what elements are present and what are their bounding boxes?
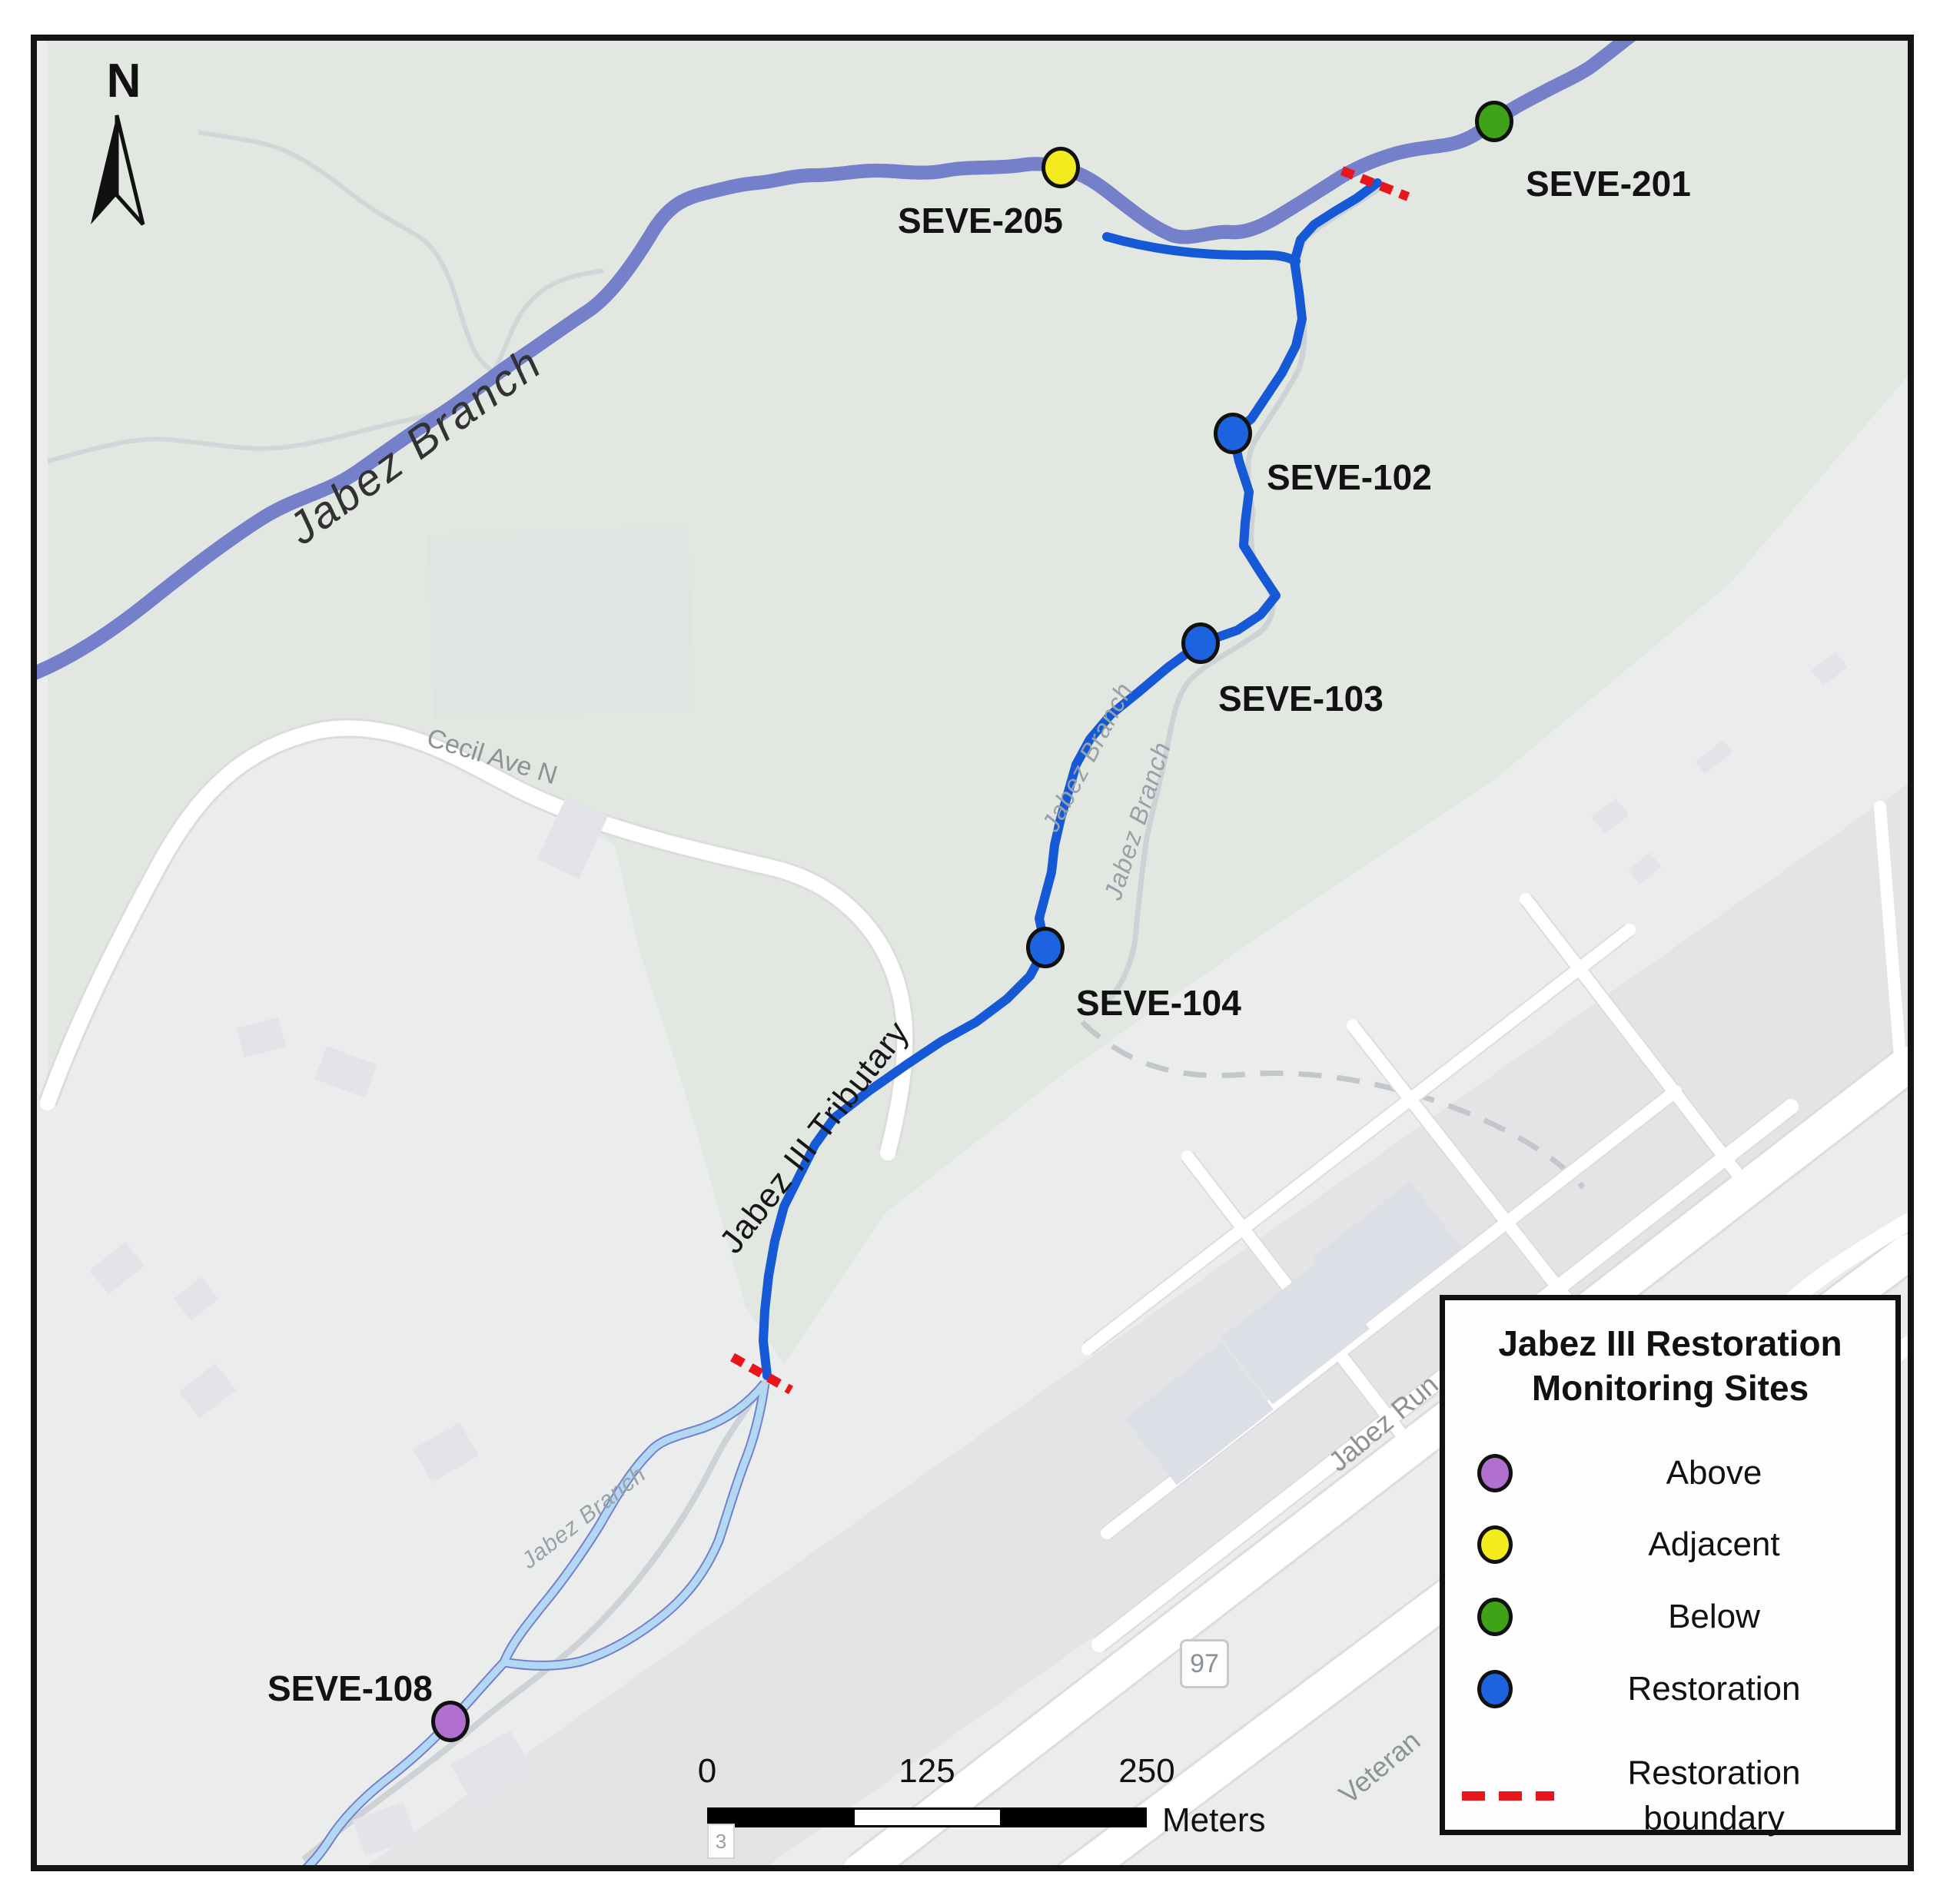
legend-row-adjacent: Adjacent — [1445, 1522, 1895, 1568]
site-label-seve-104: SEVE-104 — [1076, 983, 1241, 1023]
scale-unit-label: Meters — [1162, 1801, 1266, 1839]
below-swatch-icon — [1477, 1598, 1513, 1636]
north-arrow: N — [74, 54, 174, 238]
scale-bar-segments — [707, 1807, 1147, 1827]
scale-tick-125: 125 — [899, 1752, 955, 1790]
site-dot-seve-205 — [1041, 147, 1080, 188]
legend-title-line2: Monitoring Sites — [1531, 1367, 1809, 1408]
dashed-trail — [1080, 1020, 1586, 1190]
site-label-seve-103: SEVE-103 — [1218, 679, 1384, 719]
north-arrow-icon — [91, 115, 145, 226]
scale-segment-white — [855, 1810, 1000, 1825]
route-97-number: 97 — [1190, 1648, 1219, 1678]
creek-line-2 — [198, 130, 500, 376]
legend-row-boundary: Restoration boundary — [1445, 1754, 1895, 1838]
legend-label-restoration: Restoration — [1627, 1670, 1801, 1708]
braid-channels — [304, 1381, 769, 1865]
scale-tick-0: 0 — [697, 1752, 717, 1790]
restoration-swatch-icon — [1477, 1670, 1513, 1708]
legend-title-line1: Jabez III Restoration — [1498, 1323, 1842, 1363]
legend-label-below: Below — [1668, 1598, 1760, 1635]
route-3-shield: 3 — [707, 1824, 735, 1859]
old-channel-braid — [301, 1377, 770, 1863]
legend-label-above: Above — [1666, 1454, 1762, 1492]
creek-line-1 — [47, 268, 604, 463]
route-3-number: 3 — [715, 1829, 727, 1853]
legend-title: Jabez III Restoration Monitoring Sites — [1445, 1322, 1895, 1410]
scale-bar: 0 125 250 Meters — [669, 1752, 1266, 1860]
small-buildings — [89, 651, 1848, 1857]
scale-segment-black-1 — [709, 1810, 855, 1825]
restoration-reach — [759, 178, 1382, 1380]
site-dot-seve-108 — [431, 1701, 470, 1742]
green-land-polygon — [48, 41, 1908, 1364]
site-label-seve-108: SEVE-108 — [267, 1668, 433, 1708]
legend-row-restoration: Restoration — [1445, 1666, 1895, 1712]
site-dot-seve-201 — [1475, 101, 1513, 142]
legend-label-adjacent: Adjacent — [1648, 1525, 1780, 1563]
restoration-boundary-icon — [1462, 1791, 1554, 1801]
industrial-buildings — [1125, 1181, 1462, 1485]
adjacent-swatch-icon — [1477, 1525, 1513, 1564]
scale-segment-black-2 — [999, 1810, 1144, 1825]
site-dot-seve-102 — [1214, 413, 1252, 454]
above-swatch-icon — [1477, 1454, 1513, 1492]
site-label-seve-102: SEVE-102 — [1267, 457, 1432, 497]
restoration-boundary-upper — [1340, 166, 1410, 201]
scale-tick-250: 250 — [1118, 1752, 1175, 1790]
restoration-boundary-lower — [730, 1353, 793, 1395]
restoration-reach-spur — [1102, 232, 1301, 266]
site-label-seve-201: SEVE-201 — [1526, 164, 1691, 204]
legend-row-above: Above — [1445, 1450, 1895, 1496]
north-arrow-label: N — [106, 55, 141, 108]
field-patch — [427, 526, 696, 719]
legend-label-boundary-line2: boundary — [1643, 1800, 1785, 1837]
site-dot-seve-104 — [1026, 927, 1065, 968]
legend-row-below: Below — [1445, 1594, 1895, 1640]
legend-label-boundary: Restoration boundary — [1560, 1751, 1868, 1842]
site-dot-seve-103 — [1181, 622, 1220, 664]
legend: Jabez III Restoration Monitoring Sites A… — [1440, 1295, 1901, 1838]
legend-label-boundary-line1: Restoration — [1627, 1754, 1801, 1792]
route-97-shield: 97 — [1180, 1639, 1229, 1688]
site-label-seve-205: SEVE-205 — [898, 201, 1063, 241]
